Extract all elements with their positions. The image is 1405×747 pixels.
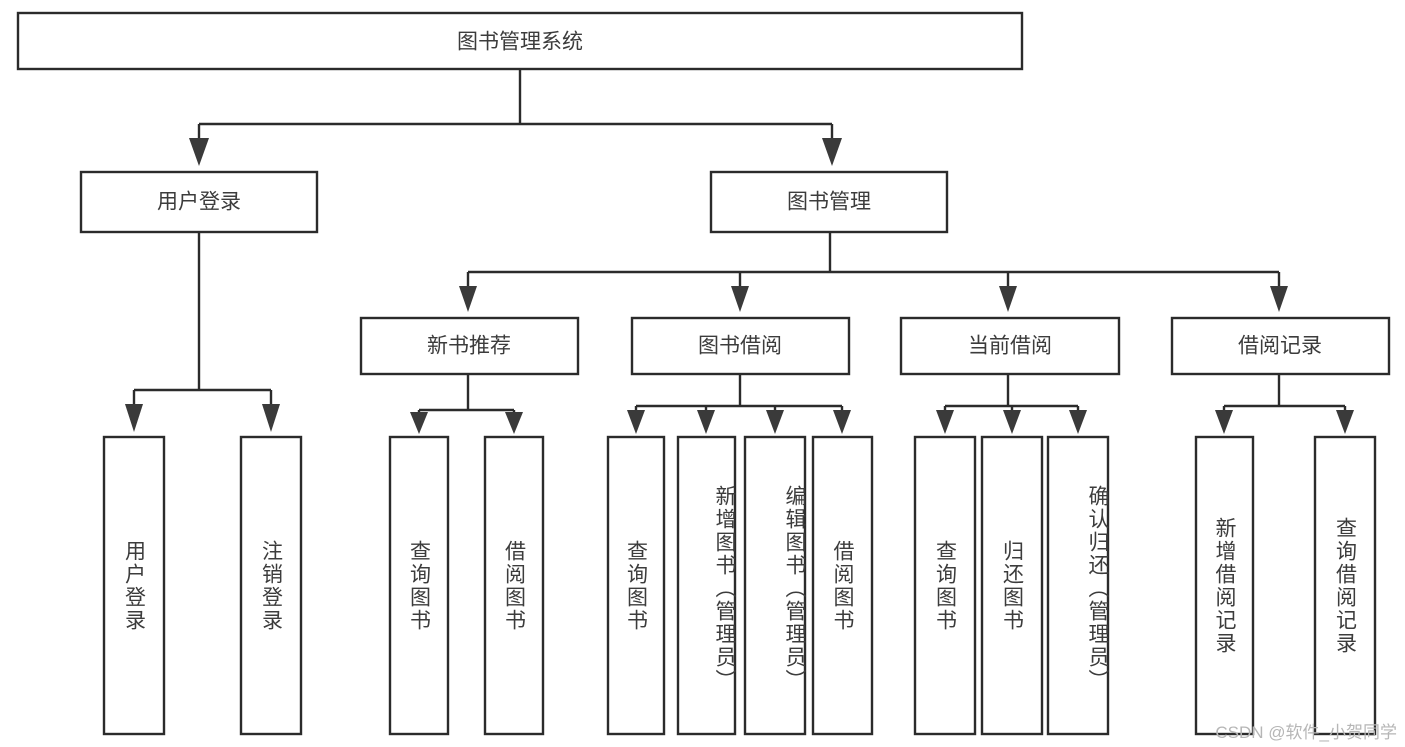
node-box-root[interactable] bbox=[16, 11, 1024, 71]
node-label-root: 图书管理系统 bbox=[457, 31, 583, 54]
node-box-borrow-record[interactable] bbox=[1170, 316, 1391, 376]
edges-userlogin-to-leaves bbox=[125, 232, 280, 432]
node-label-new-book-rec: 新书推荐 bbox=[427, 335, 511, 358]
arrow-to-leaf-userlogin-icon bbox=[125, 404, 143, 432]
arrow-to-leaf-editbook-icon bbox=[766, 410, 784, 434]
node-label-book-manage: 图书管理 bbox=[787, 191, 871, 214]
arrow-to-leaf-borrowbook2-icon bbox=[833, 410, 851, 434]
arrow-to-bookborrow-icon bbox=[731, 286, 749, 312]
arrow-to-leaf-confirmreturn-icon bbox=[1069, 410, 1087, 434]
arrow-to-currentborrow-icon bbox=[999, 286, 1017, 312]
arrow-to-newbook-icon bbox=[459, 286, 477, 312]
arrow-to-leaf-addrecord-icon bbox=[1215, 410, 1233, 434]
node-label-current-borrow: 当前借阅 bbox=[968, 335, 1052, 358]
node-box-current-borrow[interactable] bbox=[899, 316, 1121, 376]
arrow-to-leaf-querybook2-icon bbox=[627, 410, 645, 434]
node-box-book-borrow[interactable] bbox=[630, 316, 851, 376]
node-box-book-manage[interactable] bbox=[709, 170, 949, 234]
arrow-to-leaf-logout-icon bbox=[262, 404, 280, 432]
arrow-to-leaf-queryrecord-icon bbox=[1336, 410, 1354, 434]
arrow-to-leaf-querybook3-icon bbox=[936, 410, 954, 434]
edges-newbook-to-leaves bbox=[410, 374, 523, 434]
node-box-leaf-query-record[interactable] bbox=[1313, 435, 1377, 736]
arrow-to-book-manage-icon bbox=[822, 138, 842, 166]
node-label-user-login: 用户登录 bbox=[157, 191, 241, 214]
edges-bookmanage-to-level3 bbox=[459, 232, 1288, 312]
node-box-user-login[interactable] bbox=[79, 170, 319, 234]
edges-borrowrecord-to-leaves bbox=[1215, 374, 1354, 434]
node-box-leaf-query-book-1[interactable] bbox=[388, 435, 450, 736]
arrow-to-user-login-icon bbox=[189, 138, 209, 166]
node-box-leaf-add-book[interactable] bbox=[676, 435, 737, 736]
arrow-to-borrowrecord-icon bbox=[1270, 286, 1288, 312]
node-box-leaf-borrow-book-1[interactable] bbox=[483, 435, 545, 736]
node-box-leaf-edit-book[interactable] bbox=[743, 435, 807, 736]
arrow-to-leaf-borrowbook1-icon bbox=[505, 412, 523, 434]
arrow-to-leaf-returnbook-icon bbox=[1003, 410, 1021, 434]
node-label-book-borrow: 图书借阅 bbox=[698, 335, 782, 358]
node-box-leaf-user-login[interactable] bbox=[102, 435, 166, 736]
node-box-leaf-query-book-3[interactable] bbox=[913, 435, 977, 736]
edges-bookborrow-to-leaves bbox=[627, 374, 851, 434]
node-box-new-book-rec[interactable] bbox=[359, 316, 580, 376]
node-label-borrow-record: 借阅记录 bbox=[1238, 335, 1322, 358]
node-box-leaf-query-book-2[interactable] bbox=[606, 435, 666, 736]
watermark-text: CSDN @软件_小贺同学 bbox=[1215, 723, 1397, 742]
node-box-leaf-borrow-book-2[interactable] bbox=[811, 435, 874, 736]
edges-root-to-level2 bbox=[189, 69, 842, 166]
arrow-to-leaf-addbook-icon bbox=[697, 410, 715, 434]
edges-currentborrow-to-leaves bbox=[936, 374, 1087, 434]
node-box-leaf-logout[interactable] bbox=[239, 435, 303, 736]
node-box-leaf-add-record[interactable] bbox=[1194, 435, 1255, 736]
node-box-leaf-return-book[interactable] bbox=[980, 435, 1044, 736]
arrow-to-leaf-querybook1-icon bbox=[410, 412, 428, 434]
node-box-leaf-confirm-return[interactable] bbox=[1046, 435, 1110, 736]
